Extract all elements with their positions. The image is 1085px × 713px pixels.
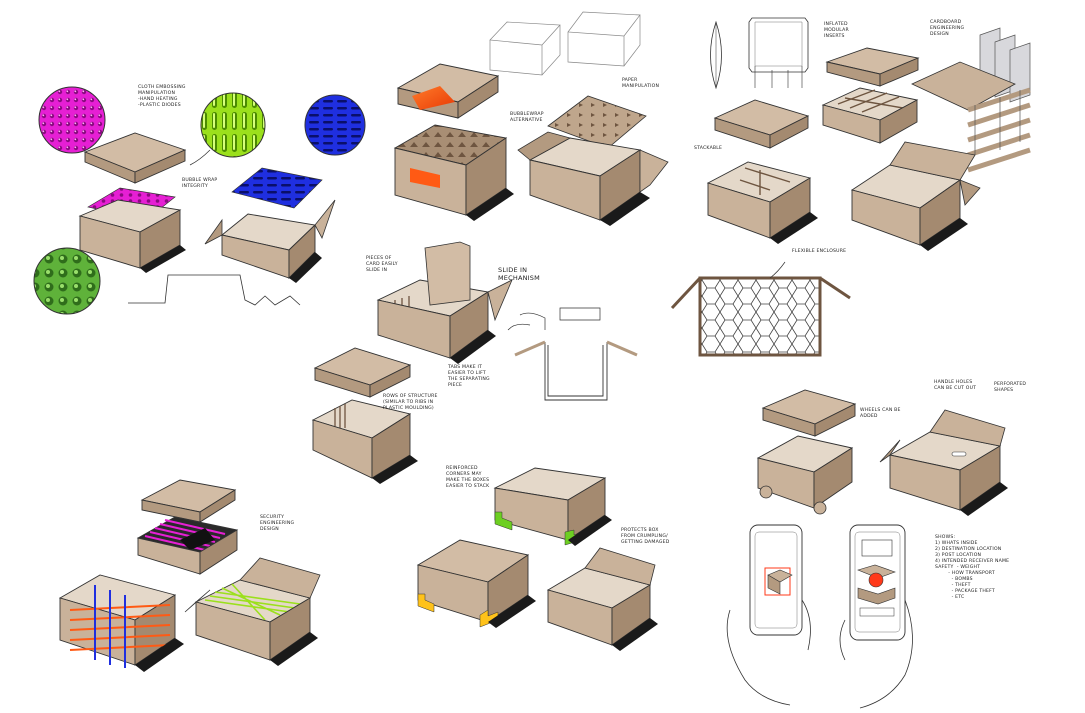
annotation-flexible-enclosure: FLEXIBLE ENCLOSURE (792, 249, 847, 254)
annotation-security-engineering: SECURITY ENGINEERING DESIGN (260, 515, 295, 532)
open-box-icon (204, 199, 336, 283)
annotation-rows-of-structure: ROWS OF STRUCTURE (SIMILAR TO RIBS IN PL… (383, 394, 438, 411)
divider-box (821, 87, 919, 144)
lime-ridge-texture-icon (200, 92, 266, 158)
handle-hole (951, 451, 967, 457)
annotation-inflated-modular-inserts: INFLATED MODULAR INSERTS (824, 22, 849, 39)
corner-box-top (493, 467, 612, 546)
green-corner-guard (494, 511, 513, 531)
stackable-divider-box (706, 161, 818, 244)
annotation-tabs-lift: TABS MAKE IT EASIER TO LIFT THE SEPARATI… (448, 365, 490, 388)
magenta-bubble-texture-icon (38, 86, 106, 154)
open-box-icon (184, 557, 321, 666)
ribbed-box (311, 399, 418, 484)
open-box-icon (850, 141, 981, 251)
annotation-stackable: STACKABLE (694, 146, 723, 151)
annotation-perforated-shapes: PERFORATED SHAPES (994, 382, 1027, 393)
yellow-corner-guard (479, 609, 499, 628)
slide-in-diagram (507, 307, 638, 401)
open-box-icon (376, 241, 513, 364)
flexible-enclosure (670, 261, 851, 357)
reinforced-corner-concepts (416, 467, 658, 651)
cardboard-box-icon (313, 347, 412, 398)
slide-in-concepts (311, 241, 638, 484)
phone-hand-icon (726, 524, 811, 706)
annotation-slide-in-mechanism: SLIDE IN MECHANISM (498, 266, 540, 282)
open-box-icon (879, 409, 1008, 516)
blue-dash-texture-icon (304, 94, 366, 156)
annotation-handle-holes: HANDLE HOLES CAN BE CUT OUT (934, 380, 977, 391)
cardboard-box-icon (140, 479, 237, 523)
corner-box-bottom (416, 539, 536, 628)
phone-hand-icon (839, 524, 913, 709)
wheel-icon (759, 485, 773, 499)
annotation-paper-manipulation: PAPER MANIPULATION (622, 78, 660, 89)
security-box (136, 516, 239, 575)
annotation-app-shows: SHOWS: 1) WHATS INSIDE 2) DESTINATION LO… (935, 535, 1010, 600)
cardboard-box-icon (825, 47, 920, 87)
open-box-icon (517, 131, 669, 226)
annotation-reinforced-corners: REINFORCED CORNERS MAY MAKE THE BOXES EA… (446, 466, 490, 489)
wheeled-box (756, 435, 854, 515)
bubblewrap-alternative-concepts (393, 11, 669, 226)
annotation-bubble-wrap-integrity: BUBBLE WRAP INTEGRITY (182, 178, 218, 189)
wheel-icon (813, 501, 827, 515)
cardboard-box-icon (713, 99, 810, 149)
profile-sketch (128, 274, 301, 306)
annotation-protects-box: PROTECTS BOX FROM CRUMPLING/ GETTING DAM… (621, 528, 670, 545)
security-concepts (58, 479, 321, 672)
cardboard-box-icon (393, 124, 514, 221)
annotation-wheels-added: WHEELS CAN BE ADDED (860, 408, 901, 419)
cardboard-box-icon (761, 389, 857, 437)
insert-concepts (706, 17, 1031, 251)
cardboard-engineering-stack (911, 27, 1031, 173)
cardboard-box-icon (83, 132, 187, 184)
green-bubble-texture-icon (33, 247, 101, 315)
annotation-cardboard-engineering: CARDBOARD ENGINEERING DESIGN (930, 20, 965, 37)
cardboard-box-icon (396, 63, 500, 119)
yellow-corner-guard (417, 593, 435, 613)
wheels-handles-concepts (756, 389, 1008, 516)
annotation-bubblewrap-alternative: BUBBLEWRAP ALTERNATIVE (510, 112, 544, 123)
embossing-concepts (33, 86, 366, 315)
cardboard-box-icon (78, 199, 186, 273)
security-crossbox (58, 574, 184, 672)
annotation-cloth-embossing: CLOTH EMBOSSING MANIPULATION -HAND HEATI… (138, 85, 186, 108)
open-box-icon (546, 547, 658, 651)
inflated-insert (748, 17, 809, 73)
annotation-pieces-of-card: PIECES OF CARD EASILY SLIDE IN (366, 256, 398, 273)
phone-app-concepts (726, 524, 913, 709)
embossed-sheet (231, 167, 323, 209)
